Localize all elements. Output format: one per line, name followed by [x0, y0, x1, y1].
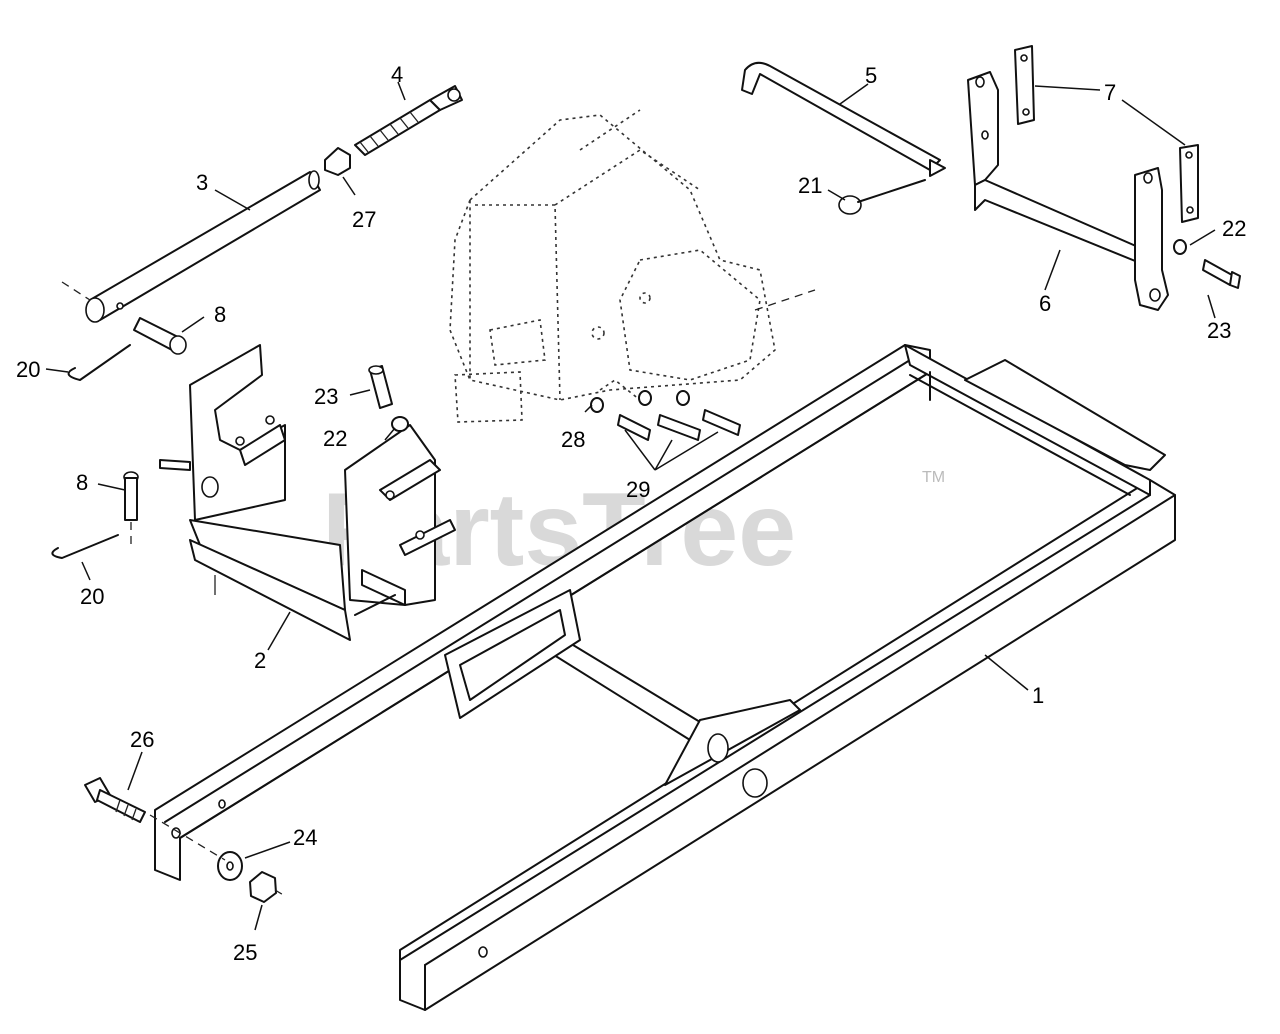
callout-6: 6	[1039, 291, 1051, 316]
hitch-bracket	[159, 344, 456, 641]
clevis-pin-8-left	[123, 471, 139, 545]
control-rod	[741, 61, 946, 177]
u-bracket	[967, 71, 1169, 311]
plate-7b	[1179, 144, 1199, 223]
callout-23-right: 23	[1207, 318, 1231, 343]
bolt-23-left	[368, 365, 393, 409]
hairpin-21	[838, 179, 926, 215]
callout-1: 1	[1032, 683, 1044, 708]
main-frame	[154, 344, 1176, 1011]
plate-7a	[1014, 45, 1035, 125]
hairpin-20-top	[67, 344, 131, 381]
callout-21: 21	[798, 173, 822, 198]
bolt-23-right	[1202, 259, 1241, 289]
callout-20-top: 20	[16, 357, 40, 382]
hairpin-20-left	[51, 534, 119, 559]
leader-lines	[45, 81, 1216, 931]
callout-2: 2	[254, 648, 266, 673]
callout-27: 27	[352, 207, 376, 232]
fastener-set-29	[590, 390, 741, 441]
callout-7: 7	[1104, 80, 1116, 105]
bolt-26	[84, 777, 146, 823]
callouts: 1 2 3 4 5 6 7 8 8 20 20 21 22 22 23 23 2…	[16, 62, 1246, 965]
callout-8-top: 8	[214, 302, 226, 327]
washer-22-right	[1173, 239, 1187, 255]
callout-5: 5	[865, 63, 877, 88]
threaded-rod	[354, 85, 463, 156]
callout-22-left: 22	[323, 426, 347, 451]
hitch-tube	[61, 170, 321, 323]
callout-8-left: 8	[76, 470, 88, 495]
callout-20-left: 20	[80, 584, 104, 609]
callout-24: 24	[293, 825, 317, 850]
nut-27	[324, 147, 351, 176]
callout-22-right: 22	[1222, 216, 1246, 241]
callout-28: 28	[561, 427, 585, 452]
callout-25: 25	[233, 940, 257, 965]
callout-4: 4	[391, 62, 403, 87]
callout-29: 29	[626, 477, 650, 502]
callout-3: 3	[196, 170, 208, 195]
washer-22-left	[391, 416, 409, 432]
nut-25	[249, 871, 277, 903]
engine-reference-outline	[449, 109, 816, 423]
callout-26: 26	[130, 727, 154, 752]
watermark-trademark: TM	[922, 469, 945, 486]
clevis-pin-8-top	[133, 317, 187, 355]
washer-24	[217, 851, 243, 881]
callout-23-left: 23	[314, 384, 338, 409]
